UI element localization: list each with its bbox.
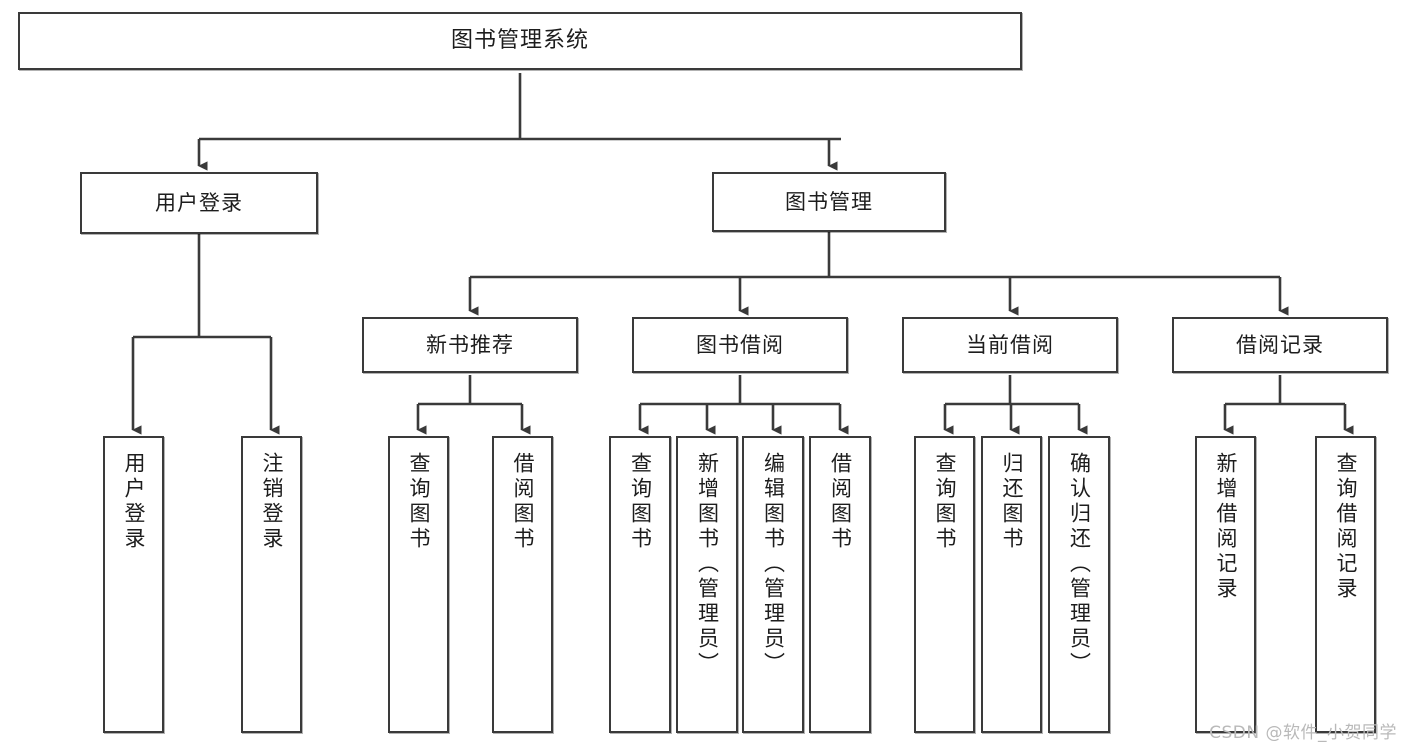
node-new-book-recommend[interactable]: 新书推荐: [362, 317, 578, 373]
leaf-book-borrow-query-book[interactable]: 查询图书: [609, 436, 671, 733]
node-label: 查询图书: [933, 452, 957, 552]
node-label: 图书管理系统: [450, 28, 589, 54]
node-label: 借阅记录: [1236, 332, 1324, 357]
node-label: 新增图书（管理员）: [695, 452, 720, 677]
node-book-borrow[interactable]: 图书借阅: [632, 317, 848, 373]
node-current-borrow[interactable]: 当前借阅: [902, 317, 1118, 373]
node-label: 借阅图书: [511, 452, 535, 552]
node-label: 查询图书: [407, 452, 431, 552]
leaf-book-borrow-edit-book-admin[interactable]: 编辑图书（管理员）: [742, 436, 804, 733]
node-label: 编辑图书（管理员）: [761, 452, 786, 677]
leaf-borrow-record-query-record[interactable]: 查询借阅记录: [1315, 436, 1376, 733]
node-label: 图书借阅: [696, 332, 784, 357]
leaf-book-borrow-add-book-admin[interactable]: 新增图书（管理员）: [676, 436, 738, 733]
node-label: 用户登录: [155, 190, 243, 215]
node-label: 查询借阅记录: [1334, 452, 1358, 602]
node-label: 图书管理: [785, 189, 873, 214]
leaf-current-borrow-return-book[interactable]: 归还图书: [981, 436, 1042, 733]
leaf-borrow-record-add-record[interactable]: 新增借阅记录: [1195, 436, 1256, 733]
node-label: 查询图书: [628, 452, 653, 552]
node-borrow-record[interactable]: 借阅记录: [1172, 317, 1388, 373]
leaf-user-login-logout[interactable]: 注销登录: [241, 436, 302, 733]
watermark-text: CSDN @软件_小贺同学: [1209, 723, 1397, 743]
node-label: 当前借阅: [966, 332, 1054, 357]
leaf-book-borrow-borrow-book[interactable]: 借阅图书: [809, 436, 871, 733]
leaf-current-borrow-query-book[interactable]: 查询图书: [914, 436, 975, 733]
node-label: 用户登录: [122, 452, 146, 552]
leaf-new-book-query-book[interactable]: 查询图书: [388, 436, 449, 733]
node-user-login[interactable]: 用户登录: [80, 172, 318, 234]
node-label: 归还图书: [1000, 452, 1024, 552]
node-label: 新书推荐: [426, 332, 514, 357]
node-label: 确认归还（管理员）: [1067, 452, 1092, 677]
node-label: 注销登录: [260, 452, 284, 552]
node-root-book-management-system[interactable]: 图书管理系统: [18, 12, 1022, 70]
leaf-user-login-login[interactable]: 用户登录: [103, 436, 164, 733]
leaf-current-borrow-confirm-return-admin[interactable]: 确认归还（管理员）: [1048, 436, 1110, 733]
node-label: 借阅图书: [828, 452, 853, 552]
node-label: 新增借阅记录: [1214, 452, 1238, 602]
node-book-management[interactable]: 图书管理: [712, 172, 946, 232]
leaf-new-book-borrow-book[interactable]: 借阅图书: [492, 436, 553, 733]
